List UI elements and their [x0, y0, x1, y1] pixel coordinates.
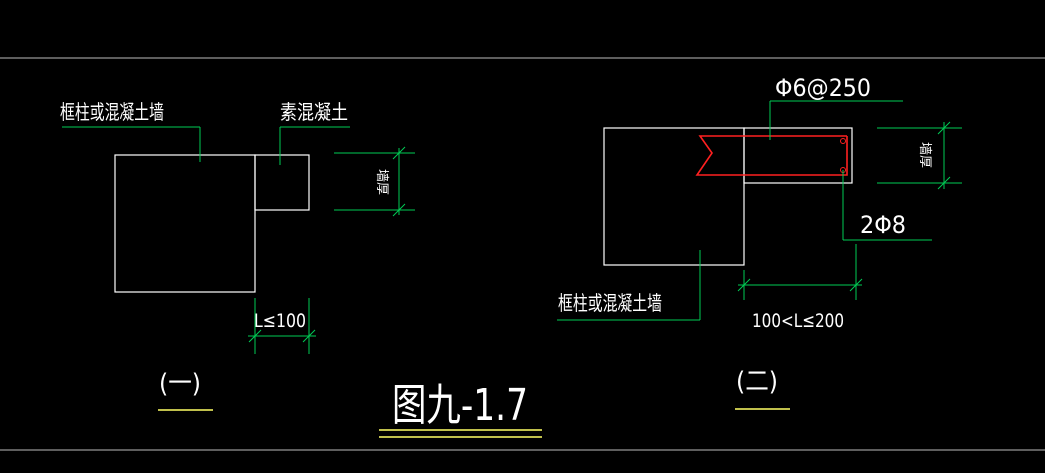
detail-2-bars-label: 2Φ8 [860, 211, 906, 239]
detail-2-column-block [603, 127, 745, 266]
detail-2-length-tick-right [849, 278, 863, 292]
detail-2: Φ6@250 墙厚 2Φ8 框柱或混凝土墙 100<L≤200 (二) [557, 74, 962, 410]
detail-1-plain-concrete-block [254, 154, 310, 211]
detail-1-thickness-tick-top [392, 146, 406, 160]
detail-2-length-tick-left [737, 278, 751, 292]
detail-1-length-label: L≤100 [254, 310, 306, 332]
figure-title: 图九-1.7 [392, 380, 528, 431]
detail-1-concrete-label: 素混凝土 [280, 100, 348, 124]
detail-2-frame-label: 框柱或混凝土墙 [558, 291, 662, 315]
detail-2-length-label: 100<L≤200 [752, 310, 844, 332]
detail-2-stirrup-label: Φ6@250 [775, 74, 871, 102]
detail-2-thickness-tick-top [937, 121, 951, 135]
detail-1-length-tick-right [302, 329, 316, 343]
detail-1-thickness-tick-bottom [392, 203, 406, 217]
detail-1-thickness-label: 墙厚 [374, 169, 389, 195]
detail-2-caption: (二) [736, 367, 778, 397]
detail-2-beam-block [743, 127, 853, 184]
figure-title-group: 图九-1.7 [379, 380, 542, 438]
detail-1-caption: (一) [159, 369, 201, 399]
detail-1: 框柱或混凝土墙 素混凝土 墙厚 L≤100 (一) [60, 100, 415, 411]
detail-1-frame-label: 框柱或混凝土墙 [60, 100, 164, 124]
detail-1-column-block [114, 154, 256, 293]
detail-2-thickness-label: 墙厚 [917, 142, 932, 168]
detail-2-bar-top [840, 138, 846, 144]
detail-2-thickness-tick-bottom [937, 176, 951, 190]
detail-2-stirrup-rebar [695, 135, 848, 176]
detail-1-length-tick-left [248, 329, 262, 343]
